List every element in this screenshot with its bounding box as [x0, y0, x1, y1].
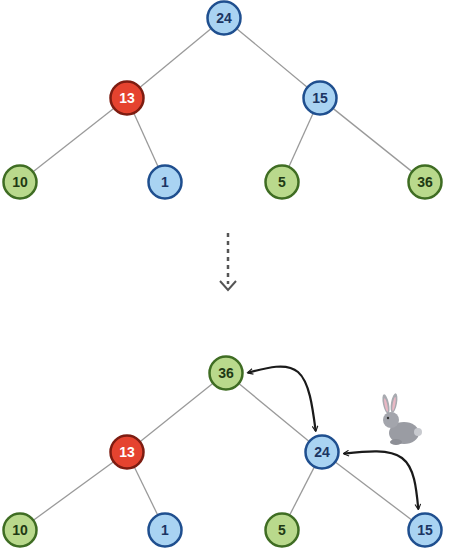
- tree-node: 13: [109, 434, 145, 470]
- tree-edge: [140, 29, 211, 87]
- node-value: 5: [278, 523, 286, 537]
- tree-edge: [333, 109, 411, 172]
- tree-node: 24: [206, 0, 242, 36]
- tree-node: 10: [2, 164, 38, 200]
- tree-edge: [290, 467, 314, 515]
- tree-edge: [239, 384, 309, 441]
- tree-edge: [289, 113, 313, 166]
- tree-node: 36: [407, 164, 443, 200]
- tree-edge: [134, 113, 158, 166]
- node-value: 1: [161, 523, 169, 537]
- node-value: 5: [278, 175, 286, 189]
- tree-node: 5: [264, 512, 300, 548]
- rabbit-illustration: [381, 393, 422, 445]
- node-value: 36: [218, 366, 234, 380]
- tree-edge: [134, 467, 157, 514]
- tree-node: 1: [147, 512, 183, 548]
- tree-edge: [336, 462, 412, 519]
- tree-node: 36: [208, 355, 244, 391]
- tree-edge: [33, 108, 113, 171]
- node-value: 15: [417, 523, 433, 537]
- swap-arrow: [248, 367, 316, 431]
- tree-node: 15: [407, 512, 443, 548]
- tree-node: 15: [302, 80, 338, 116]
- tree-node: 1: [147, 164, 183, 200]
- tree-node: 5: [264, 164, 300, 200]
- node-value: 15: [312, 91, 328, 105]
- tree-node: 13: [109, 80, 145, 116]
- node-value: 10: [12, 523, 28, 537]
- node-value: 1: [161, 175, 169, 189]
- tree-node: 24: [304, 434, 340, 470]
- tree-node: 10: [2, 512, 38, 548]
- node-value: 24: [314, 445, 330, 459]
- tree-edge: [237, 29, 307, 87]
- node-value: 24: [216, 11, 232, 25]
- node-value: 36: [417, 175, 433, 189]
- swap-arrow: [344, 451, 418, 509]
- node-value: 13: [119, 91, 135, 105]
- node-value: 13: [119, 445, 135, 459]
- tree-edge: [34, 462, 114, 520]
- tree-edge: [140, 384, 212, 442]
- node-value: 10: [12, 175, 28, 189]
- transition-arrow: [220, 233, 236, 290]
